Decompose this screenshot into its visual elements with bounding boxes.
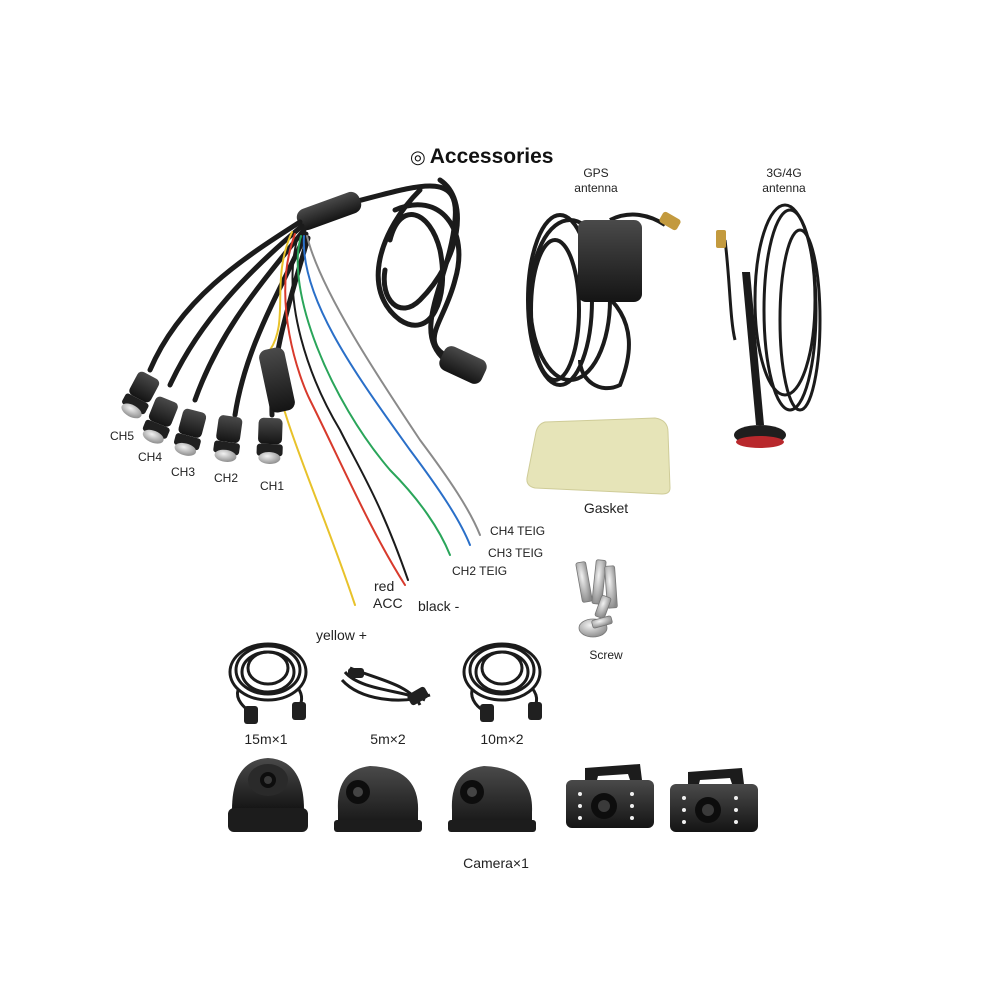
side-camera-2 [448,766,536,832]
screw-label: Screw [589,648,623,662]
screws-pile [575,559,618,638]
cellular-antenna [716,203,822,448]
rear-camera-2 [670,768,758,832]
gps-antenna [526,211,681,391]
ch3-teig-label: CH3 TEIG [488,546,544,560]
gasket-label: Gasket [583,500,629,516]
cellular-label-line2: antenna [762,181,806,195]
circle-mark-icon: ◎ [410,147,426,167]
ch2-label: CH2 [214,471,239,485]
dome-camera [228,758,308,832]
camera-caption: Camera×1 [463,855,529,871]
yellow-wire-label: yellow + [316,627,367,643]
cable-5m-label: 5m×2 [370,731,406,747]
cellular-label-line1: 3G/4G [766,166,802,180]
ch5-label: CH5 [110,429,135,443]
acc-label: ACC [373,595,403,611]
cable-15m-label: 15m×1 [244,731,288,747]
ch2-teig-label: CH2 TEIG [452,564,508,578]
red-wire-label: red [374,578,395,594]
cable-10m-label: 10m×2 [480,731,524,747]
cable-15m [228,642,308,714]
cable-10m [462,642,542,714]
gps-label-line1: GPS [583,166,609,180]
gasket-pad [526,417,671,495]
ch3-label: CH3 [171,465,196,479]
rear-camera-1 [566,764,654,828]
black-wire-label: black - [418,598,460,614]
gps-label-line2: antenna [574,181,618,195]
aviation-harness [121,177,487,606]
ch4-teig-label: CH4 TEIG [490,524,546,538]
page-title: ◎Accessories [410,145,553,169]
ch4-label: CH4 [138,450,163,464]
title-text: Accessories [429,145,554,168]
side-camera-1 [334,766,422,832]
ch1-label: CH1 [260,479,285,493]
